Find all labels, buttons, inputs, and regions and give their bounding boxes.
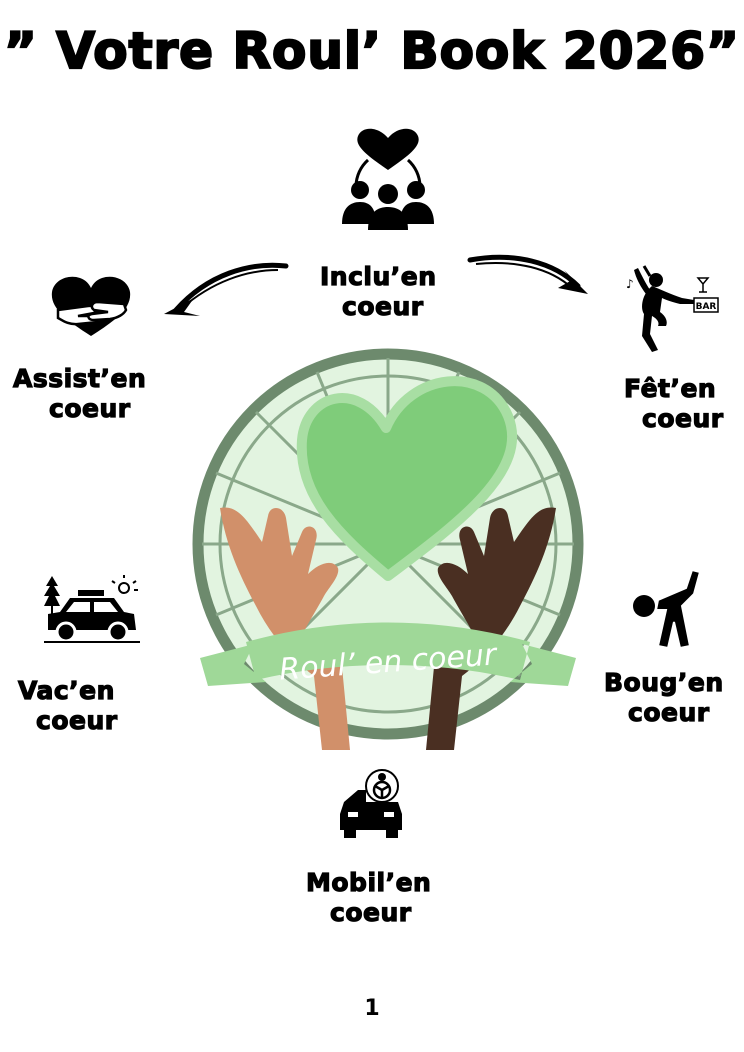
section-inclu-line1: Inclu’en [319, 261, 437, 291]
section-label-boug: Boug’en coeur [603, 667, 724, 728]
section-label-vac: Vac’en coeur [17, 675, 118, 736]
roul-en-coeur-logo: Roul’ en coeur [192, 348, 584, 750]
bar-sign: BAR [693, 277, 719, 313]
section-mobil-line1: Mobil’en [305, 867, 432, 897]
section-label-mobil: Mobil’en coeur [305, 867, 432, 928]
section-fet-line2: coeur [641, 403, 724, 433]
section-assist-line2: coeur [48, 393, 131, 423]
heart-group-icon [342, 128, 434, 230]
logo-hand-light [220, 507, 350, 750]
svg-text:♪: ♪ [626, 277, 634, 291]
heart-hands-icon [51, 276, 131, 336]
logo-hand-dark [426, 507, 556, 750]
section-mobil-line2: coeur [329, 897, 412, 927]
arrow-right-icon [467, 254, 588, 294]
section-label-fet: Fêt’en coeur [623, 373, 724, 434]
section-inclu-line2: coeur [341, 291, 424, 321]
adapted-car-icon [340, 769, 402, 838]
section-label-assist: Assist’en coeur [12, 363, 147, 424]
logo-heart [296, 376, 518, 581]
section-fet-line1: Fêt’en [623, 373, 717, 403]
car-vacation-icon [44, 575, 140, 643]
section-assist-line1: Assist’en [12, 363, 147, 393]
page-title: ” Votre Roul’ Book 2026” [3, 21, 740, 81]
section-boug-line2: coeur [627, 697, 710, 727]
arrow-left-icon [164, 262, 289, 316]
page-number: 1 [364, 996, 380, 1021]
stretching-person-icon [633, 568, 702, 650]
logo-ribbon [200, 622, 576, 686]
section-vac-line1: Vac’en [17, 675, 115, 705]
section-label-inclu: Inclu’en coeur [319, 261, 437, 322]
section-boug-line1: Boug’en [603, 667, 724, 697]
dancer-icon: ♪ BAR [626, 265, 719, 352]
bar-badge: BAR [696, 302, 717, 312]
section-vac-line2: coeur [35, 705, 118, 735]
